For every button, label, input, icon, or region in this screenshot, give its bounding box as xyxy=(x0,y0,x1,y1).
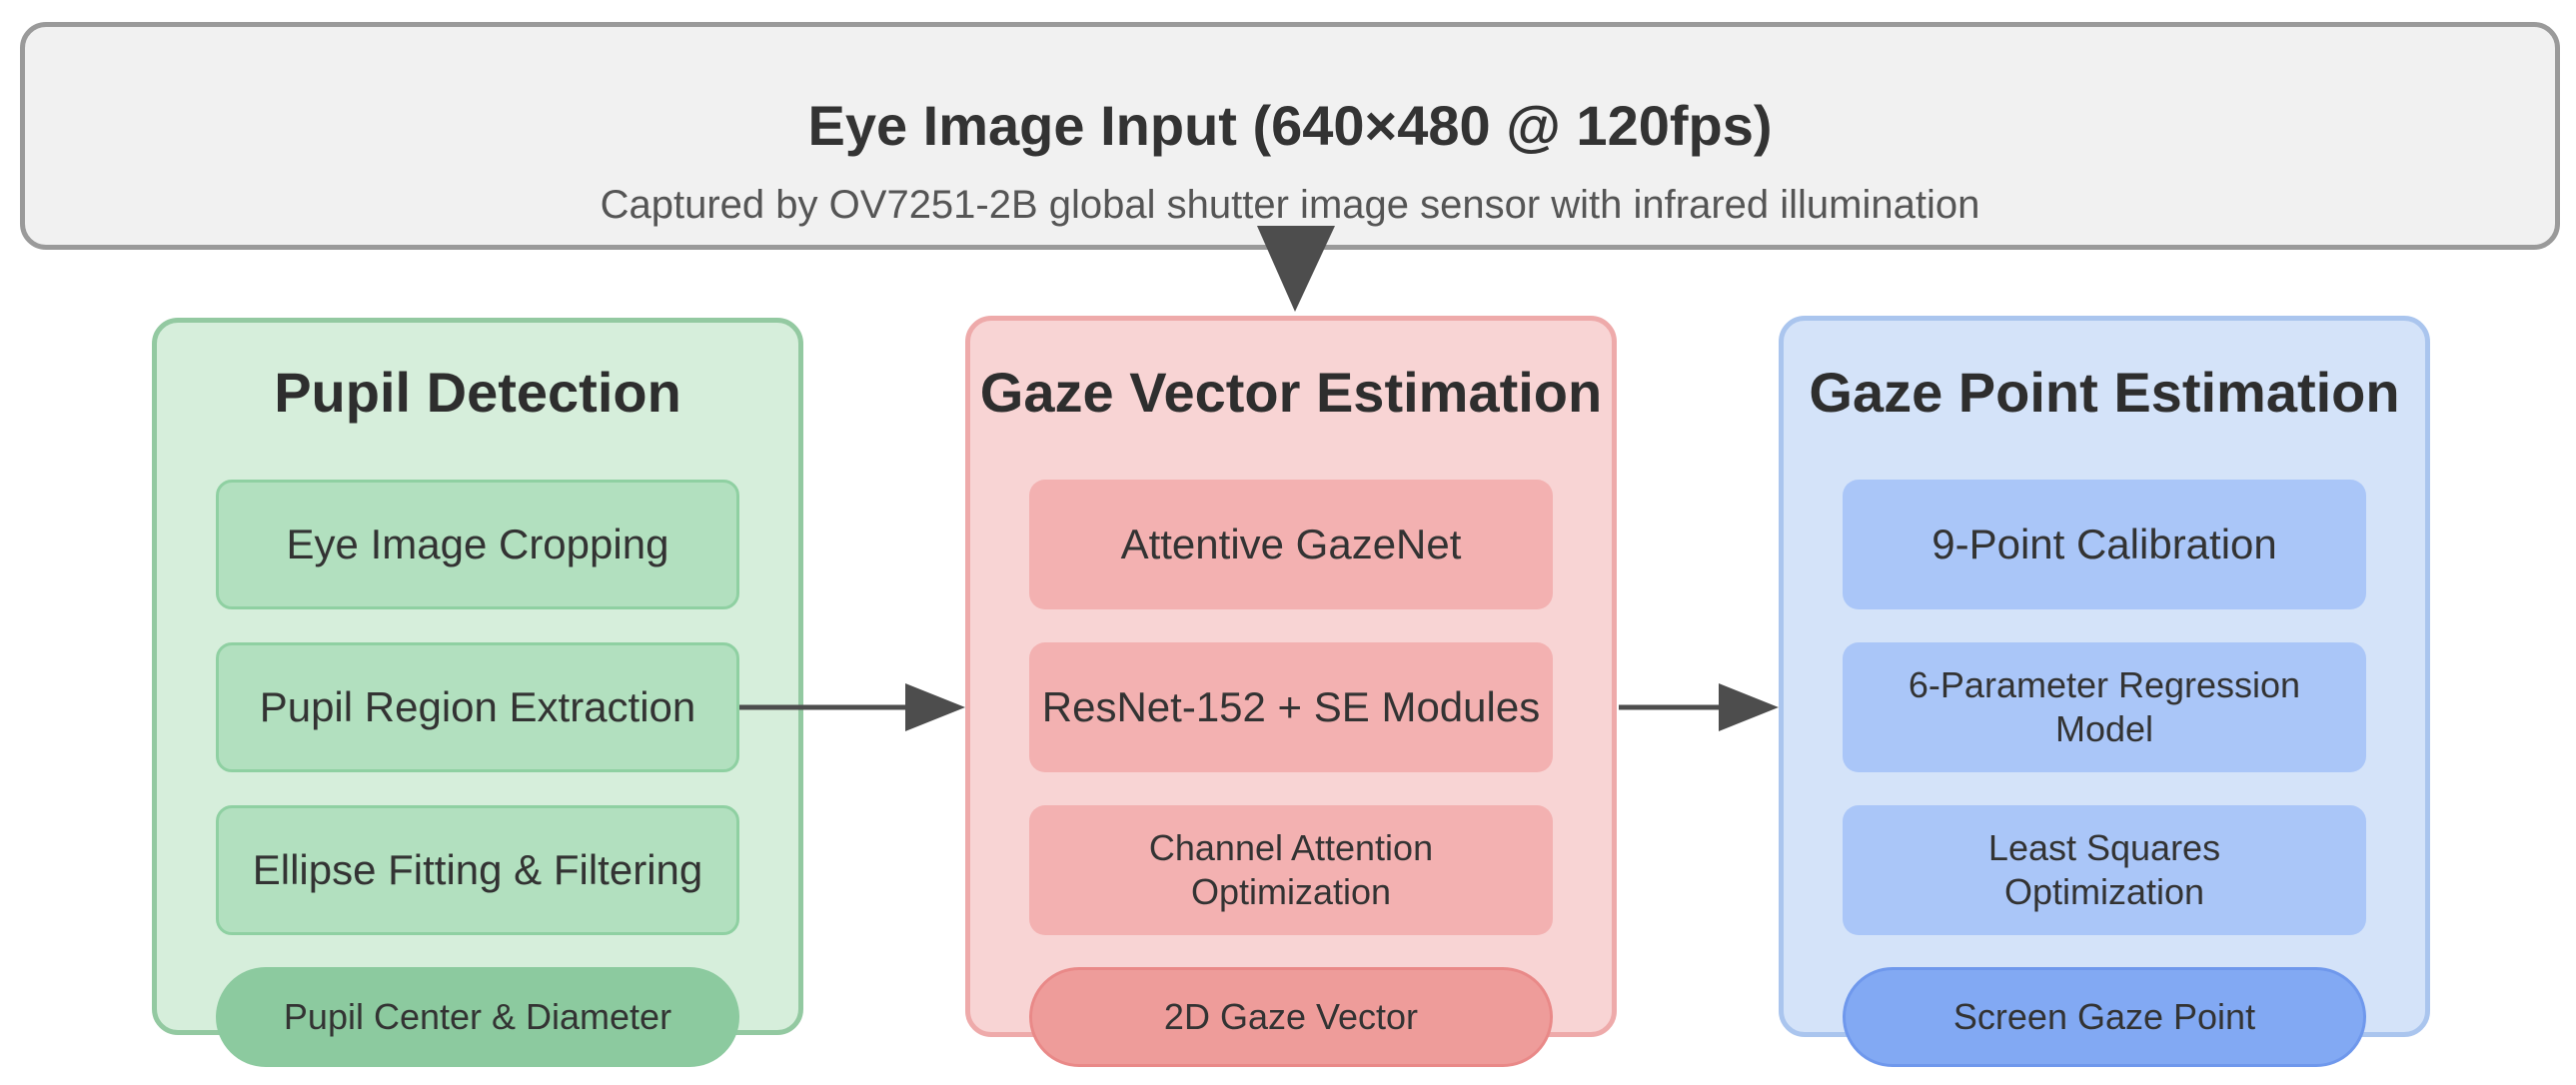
input-subtitle: Captured by OV7251-2B global shutter ima… xyxy=(600,183,1980,227)
pupil-detection-title: Pupil Detection xyxy=(274,361,681,424)
gaze-vector-step-1: Attentive GazeNet xyxy=(1029,480,1553,609)
pupil-output: Pupil Center & Diameter xyxy=(216,967,739,1067)
input-box: Eye Image Input (640×480 @ 120fps) Captu… xyxy=(20,22,2560,250)
gaze-point-output: Screen Gaze Point xyxy=(1843,967,2366,1067)
pupil-step-2: Pupil Region Extraction xyxy=(216,642,739,772)
arrow-gaze-vector-to-gaze-point-head xyxy=(1719,683,1779,731)
gaze-vector-step-3: Channel Attention Optimization xyxy=(1029,805,1553,935)
input-title: Eye Image Input (640×480 @ 120fps) xyxy=(807,94,1773,157)
pupil-step-1: Eye Image Cropping xyxy=(216,480,739,609)
gaze-vector-step-2: ResNet-152 + SE Modules xyxy=(1029,642,1553,772)
gaze-point-step-3: Least Squares Optimization xyxy=(1843,805,2366,935)
arrow-pupil-to-gaze-vector-head xyxy=(905,683,965,731)
gaze-vector-title: Gaze Vector Estimation xyxy=(979,361,1603,424)
gaze-vector-output: 2D Gaze Vector xyxy=(1029,967,1553,1067)
pupil-step-3: Ellipse Fitting & Filtering xyxy=(216,805,739,935)
gaze-point-step-1: 9-Point Calibration xyxy=(1843,480,2366,609)
gaze-point-title: Gaze Point Estimation xyxy=(1809,361,2400,424)
gaze-point-step-2: 6-Parameter Regression Model xyxy=(1843,642,2366,772)
input-down-arrow xyxy=(1257,226,1335,312)
